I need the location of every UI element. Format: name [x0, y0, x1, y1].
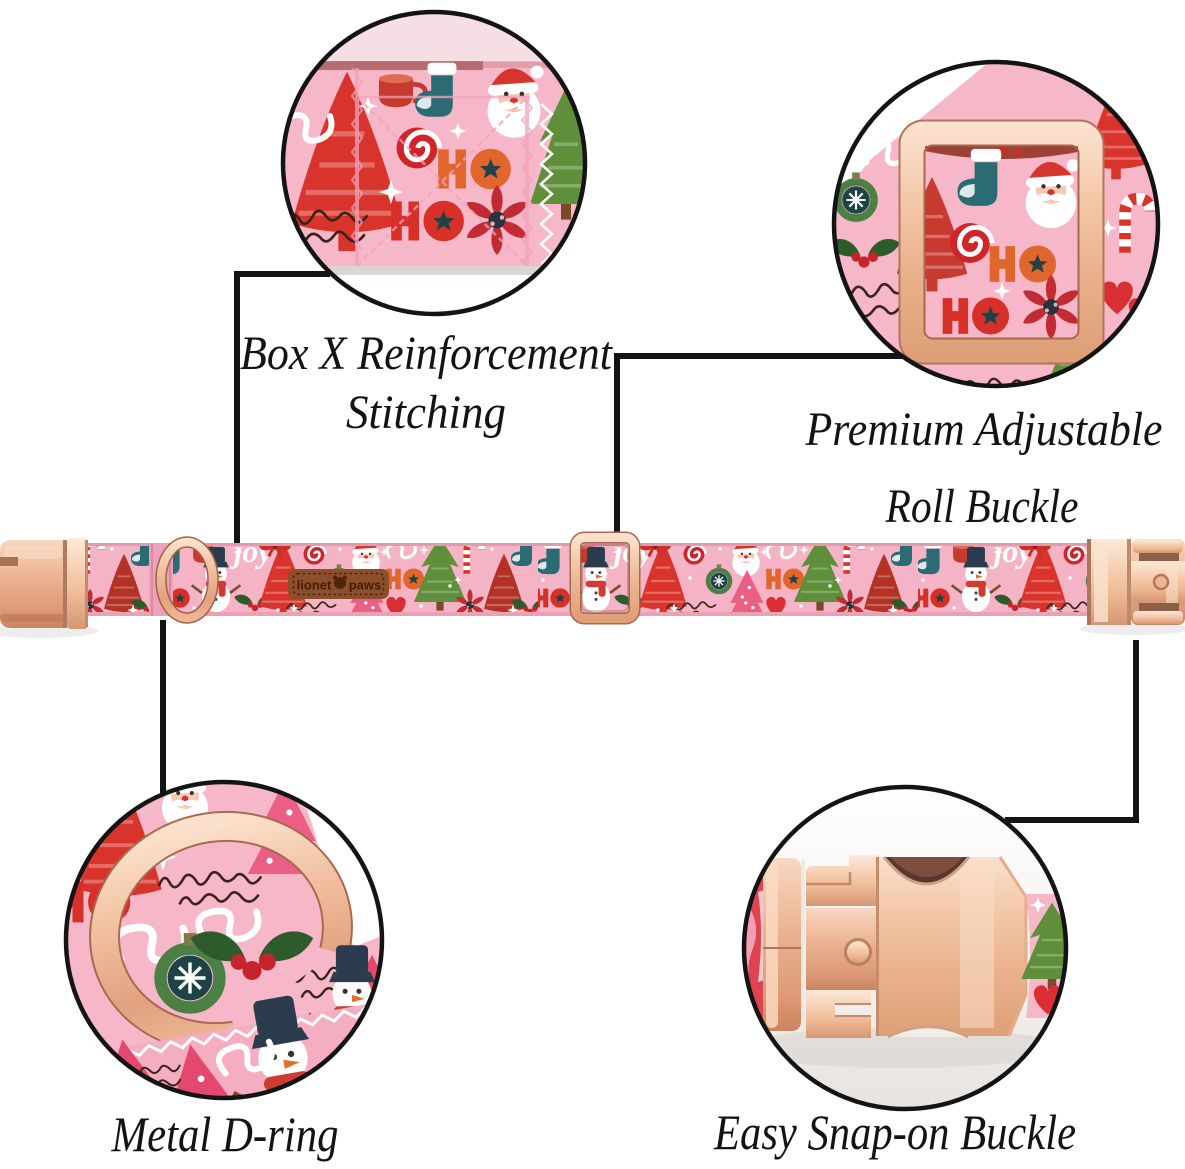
svg-text:lionet: lionet: [297, 578, 332, 593]
svg-text:Easy Snap-on Buckle: Easy Snap-on Buckle: [713, 1104, 1076, 1160]
svg-text:Stitching: Stitching: [346, 386, 506, 439]
svg-text:Roll Buckle: Roll Buckle: [885, 480, 1079, 533]
svg-text:Metal D-ring: Metal D-ring: [111, 1106, 339, 1162]
svg-text:paws: paws: [349, 578, 382, 593]
svg-text:Premium Adjustable: Premium Adjustable: [805, 403, 1163, 456]
svg-text:Box X Reinforcement: Box X Reinforcement: [240, 327, 614, 380]
